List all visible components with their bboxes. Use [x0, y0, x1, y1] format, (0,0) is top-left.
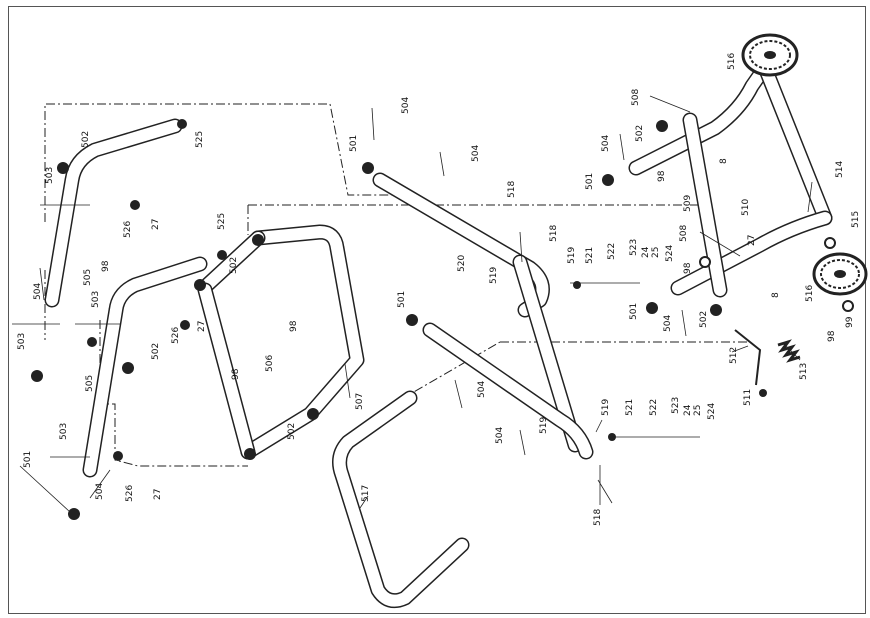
drawing-frame: [8, 6, 866, 614]
label-526: 526: [125, 485, 135, 502]
label-518: 518: [593, 509, 603, 526]
label-501: 501: [23, 451, 33, 468]
label-98: 98: [231, 368, 241, 380]
label-521: 521: [585, 247, 595, 264]
label-98: 98: [683, 262, 693, 274]
label-516: 516: [727, 53, 737, 70]
label-516: 516: [805, 285, 815, 302]
label-518: 518: [549, 225, 559, 242]
label-526: 526: [171, 327, 181, 344]
label-513: 513: [799, 363, 809, 380]
label-504: 504: [601, 135, 611, 152]
handle-frame-506: [197, 224, 365, 460]
label-502: 502: [229, 257, 239, 274]
label-504: 504: [401, 97, 411, 114]
label-24: 24: [683, 404, 693, 416]
label-525: 525: [217, 213, 227, 230]
label-501: 501: [629, 303, 639, 320]
label-98: 98: [101, 260, 111, 272]
label-98: 98: [827, 330, 837, 342]
label-27: 27: [197, 321, 207, 332]
label-8: 8: [719, 158, 729, 164]
label-525: 525: [195, 131, 205, 148]
label-502: 502: [635, 125, 645, 142]
label-519: 519: [489, 267, 499, 284]
label-504: 504: [471, 145, 481, 162]
label-507: 507: [355, 393, 365, 410]
label-523: 523: [671, 397, 681, 414]
hardware-bolts: [12, 95, 813, 505]
label-502: 502: [287, 423, 297, 440]
label-520: 520: [457, 255, 467, 272]
right-handle-frame: [628, 58, 833, 298]
label-511: 511: [743, 389, 753, 406]
label-505: 505: [83, 269, 93, 286]
label-503: 503: [59, 423, 69, 440]
label-505: 505: [85, 375, 95, 392]
label-24: 24: [641, 246, 651, 258]
label-515: 515: [851, 211, 861, 228]
label-501: 501: [585, 173, 595, 190]
spring-513: [777, 339, 801, 363]
label-503: 503: [91, 291, 101, 308]
label-524: 524: [707, 403, 717, 420]
label-508: 508: [679, 225, 689, 242]
label-522: 522: [649, 399, 659, 416]
label-522: 522: [607, 243, 617, 260]
label-501: 501: [349, 135, 359, 152]
label-504: 504: [663, 315, 673, 332]
label-526: 526: [123, 221, 133, 238]
base-frame-517: [332, 322, 594, 609]
wheel-516-lower: [812, 252, 868, 296]
label-502: 502: [81, 131, 91, 148]
label-508: 508: [631, 89, 641, 106]
label-519: 519: [601, 399, 611, 416]
label-99: 99: [845, 316, 855, 328]
lever-512: [734, 329, 762, 386]
label-521: 521: [625, 399, 635, 416]
label-517: 517: [361, 485, 371, 502]
hardware-knobs: [31, 119, 854, 520]
wheel-516-upper: [741, 33, 799, 77]
label-98: 98: [289, 320, 299, 332]
label-27: 27: [153, 489, 163, 500]
label-523: 523: [629, 239, 639, 256]
diagonal-tube-520: [372, 172, 583, 453]
side-frame-505-upper: [44, 118, 183, 308]
label-514: 514: [835, 161, 845, 178]
label-504: 504: [477, 381, 487, 398]
label-501: 501: [397, 291, 407, 308]
label-504: 504: [33, 283, 43, 300]
label-25: 25: [693, 405, 703, 416]
label-504: 504: [95, 483, 105, 500]
label-512: 512: [729, 347, 739, 364]
label-8: 8: [771, 292, 781, 298]
label-27: 27: [747, 235, 757, 246]
label-98: 98: [657, 170, 667, 182]
label-502: 502: [699, 311, 709, 328]
side-frame-505-lower: [82, 256, 208, 478]
label-519: 519: [567, 247, 577, 264]
label-510: 510: [741, 199, 751, 216]
leader-lines: [19, 345, 801, 513]
label-25: 25: [651, 247, 661, 258]
part-labels: 502 503 525 526 27 505 98 504 503 503 52…: [17, 53, 861, 526]
label-502: 502: [151, 343, 161, 360]
label-509: 509: [683, 195, 693, 212]
label-503: 503: [17, 333, 27, 350]
label-504: 504: [495, 427, 505, 444]
label-506: 506: [265, 355, 275, 372]
label-519: 519: [539, 417, 549, 434]
label-524: 524: [665, 245, 675, 262]
label-27: 27: [151, 219, 161, 230]
label-518: 518: [507, 181, 517, 198]
label-503: 503: [45, 167, 55, 184]
